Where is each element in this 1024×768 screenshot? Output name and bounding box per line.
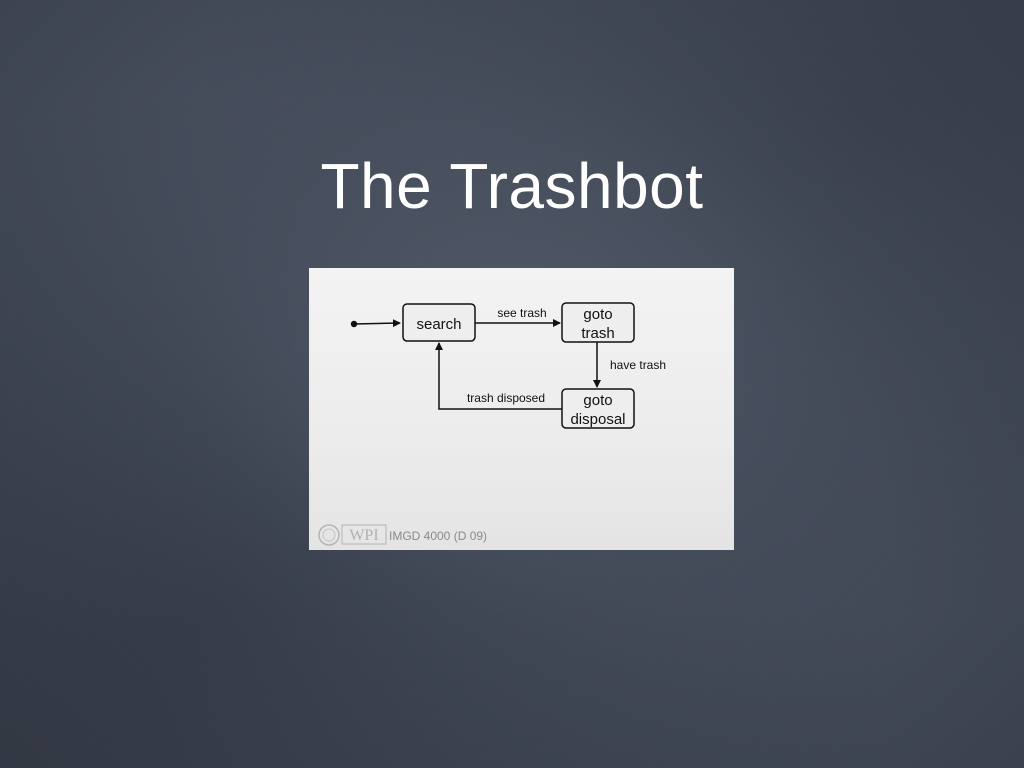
state-goto-disposal: goto disposal [561,388,635,429]
state-goto-trash: goto trash [561,302,635,343]
state-machine-figure: search goto trash goto disposal see tras… [309,268,734,550]
slide-title: The Trashbot [320,150,704,222]
wpi-logo: WPI [318,524,387,546]
state-goto-disposal-label-line2: disposal [570,411,625,428]
course-label: IMGD 4000 (D 09) [389,529,487,543]
transition-have-trash-label: have trash [610,358,666,372]
transition-trash-disposed-arrow [435,342,562,410]
state-search: search [402,303,476,342]
state-search-label: search [416,316,461,333]
initial-arrow [353,319,401,328]
transition-see-trash-label: see trash [497,306,546,320]
wpi-logo-text: WPI [349,527,378,544]
state-machine-diagram: search goto trash goto disposal see tras… [318,302,666,546]
state-goto-trash-label-line1: goto [583,306,612,323]
state-goto-disposal-label-line1: goto [583,392,612,409]
transition-trash-disposed-label: trash disposed [467,391,545,405]
state-goto-trash-label-line2: trash [581,325,614,342]
